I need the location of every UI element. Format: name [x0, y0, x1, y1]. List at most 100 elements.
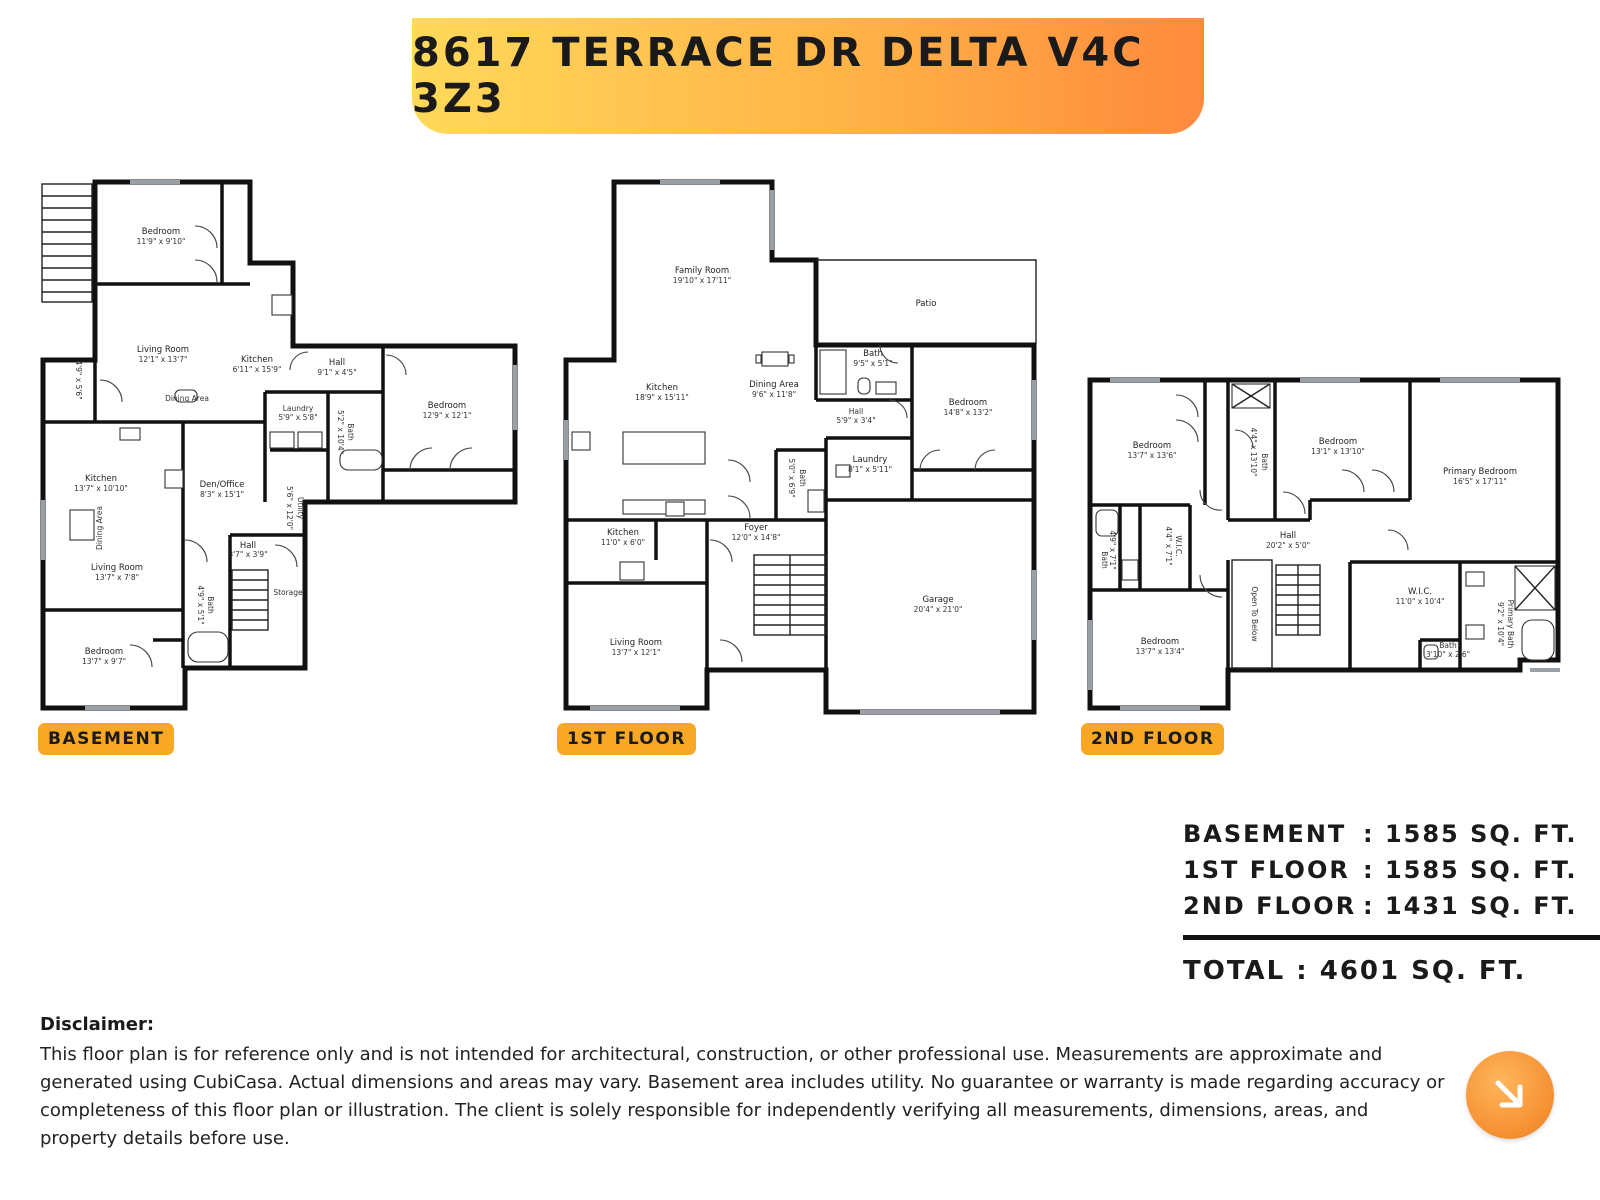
area-value: : 1585 SQ. FT. — [1363, 856, 1578, 884]
room-label: Bath — [346, 423, 355, 441]
room-label: Living Room — [91, 563, 143, 573]
basement-exterior-wall — [40, 179, 518, 711]
basement-windows — [41, 180, 517, 710]
second-floor-fixtures — [1095, 383, 1556, 661]
room-label: Bedroom — [949, 398, 987, 408]
room-dimension: 9'2" x 10'4" — [1496, 602, 1505, 646]
room-label: Bath — [1439, 641, 1457, 650]
first-floor-room-labels: Family Room 19'10" x 17'11" Patio Bath 9… — [601, 266, 992, 657]
room-label: Utility — [296, 497, 305, 520]
room-dimension: 11'0" x 6'0" — [601, 538, 645, 547]
room-label: Hall — [329, 358, 345, 368]
room-dimension: 16'5" x 17'11" — [1453, 477, 1507, 486]
room-dimension: 13'7" x 9'7" — [82, 657, 126, 666]
room-dimension: 13'7" x 13'4" — [1136, 647, 1185, 656]
room-label: Bath — [1100, 551, 1109, 569]
room-label: Laundry — [283, 404, 314, 413]
room-label: Bedroom — [85, 647, 123, 657]
disclaimer-body: This floor plan is for reference only an… — [40, 1044, 1445, 1149]
room-dimension: 5'2" x 10'4" — [336, 410, 345, 454]
room-dimension: 13'7" x 10'10" — [74, 484, 128, 493]
room-dimension: 5'9" x 5'8" — [278, 413, 317, 422]
area-label: BASEMENT — [1183, 820, 1347, 848]
room-label: Den/Office — [200, 480, 245, 490]
room-label: Kitchen — [607, 528, 639, 538]
first-floor-fixtures — [571, 349, 897, 581]
room-dimension: 12'1" x 13'7" — [139, 355, 188, 364]
room-dimension: 6'11" x 15'9" — [233, 365, 282, 374]
room-dimension: 9'6" x 11'8" — [752, 390, 796, 399]
room-label: Dining Area — [95, 506, 104, 550]
basement-stair-treads — [42, 195, 92, 293]
patio-outline — [816, 259, 1037, 345]
room-dimension: 18'9" x 15'11" — [635, 393, 689, 402]
room-label: Foyer — [744, 523, 768, 533]
room-dimension: 5'0" x 6'9" — [787, 458, 796, 497]
first-floor-plan: Family Room 19'10" x 17'11" Patio Bath 9… — [563, 179, 1037, 715]
room-label: Living Room — [137, 345, 189, 355]
basement-interior-walls — [43, 182, 515, 668]
room-dimension: 13'7" x 7'8" — [95, 573, 139, 582]
basement-doors — [99, 225, 473, 668]
room-label: Family Room — [675, 266, 729, 276]
room-label: Bath — [206, 596, 215, 614]
room-label: Bedroom — [1319, 437, 1357, 447]
area-divider — [1183, 935, 1600, 940]
room-label: Primary Bath — [1506, 600, 1515, 649]
room-label: Bath — [863, 349, 883, 359]
disclaimer: Disclaimer: This floor plan is for refer… — [40, 1014, 1450, 1153]
basement-plan: Bedroom 11'9" x 9'10" Living Room 12'1" … — [40, 179, 518, 711]
room-dimension: 13'1" x 13'10" — [1311, 447, 1365, 456]
room-label: Hall — [849, 407, 863, 416]
room-label: Garage — [922, 595, 953, 605]
second-floor-doors — [1175, 394, 1409, 598]
room-label: Patio — [916, 299, 937, 309]
arrow-down-right-icon — [1495, 1080, 1523, 1108]
room-dimension: 11'0" x 10'4" — [1396, 597, 1445, 606]
room-label: Bedroom — [1141, 637, 1179, 647]
room-dimension: 13'7" x 13'6" — [1128, 451, 1177, 460]
area-row-second-floor: 2ND FLOOR : 1431 SQ. FT. — [1183, 888, 1600, 924]
room-dimension: 8'1" x 5'11" — [848, 465, 892, 474]
room-dimension: 4'9" x 5'6" — [74, 360, 83, 399]
area-label: 1ST FLOOR — [1183, 856, 1350, 884]
second-floor-exterior-wall — [1087, 377, 1561, 711]
second-floor-plan: Bedroom 13'7" x 13'6" Bath 4'4" x 13'10"… — [1087, 377, 1561, 711]
room-label: W.I.C. — [1408, 587, 1432, 597]
room-dimension: 13'7" x 12'1" — [612, 648, 661, 657]
basement-room-labels: Bedroom 11'9" x 9'10" Living Room 12'1" … — [74, 227, 471, 666]
second-floor-interior-walls — [1090, 380, 1558, 708]
room-dimension: 9'5" x 5'1" — [853, 359, 892, 368]
room-label: Living Room — [610, 638, 662, 648]
badge-basement: BASEMENT — [38, 723, 175, 755]
disclaimer-title: Disclaimer: — [40, 1014, 155, 1035]
second-floor-stairs — [1231, 559, 1321, 669]
room-dimension: 4'4" x 7'1" — [1164, 526, 1173, 565]
room-label: Open To Below — [1250, 586, 1259, 641]
room-label: Dining Area — [749, 380, 799, 390]
next-button[interactable] — [1466, 1051, 1554, 1139]
room-dimension: 4'9" x 5'1" — [196, 585, 205, 624]
room-label: Kitchen — [85, 474, 117, 484]
room-dimension: 4'9" x 7'1" — [1108, 530, 1117, 569]
room-dimension: 14'8" x 13'2" — [944, 408, 993, 417]
area-value: : 1431 SQ. FT. — [1363, 892, 1578, 920]
room-label: Primary Bedroom — [1443, 467, 1517, 477]
second-floor-windows — [1088, 378, 1560, 710]
kitchen-island — [622, 431, 706, 465]
area-summary: BASEMENT : 1585 SQ. FT. 1ST FLOOR : 1585… — [1183, 816, 1600, 924]
first-floor-doors — [709, 344, 996, 663]
room-label: Bedroom — [1133, 441, 1171, 451]
room-label: Bedroom — [428, 401, 466, 411]
room-dimension: 4'4" x 13'10" — [1249, 428, 1258, 477]
area-row-first-floor: 1ST FLOOR : 1585 SQ. FT. — [1183, 852, 1600, 888]
room-label: Laundry — [853, 455, 888, 465]
room-dimension: 5'6" x 12'0" — [285, 486, 294, 530]
room-dimension: 11'9" x 9'10" — [137, 237, 186, 246]
room-dimension: 20'2" x 5'0" — [1266, 541, 1310, 550]
property-address: 8617 TERRACE DR DELTA V4C 3Z3 — [412, 30, 1145, 122]
area-value: : 1585 SQ. FT. — [1363, 820, 1578, 848]
first-floor-windows — [564, 180, 1036, 714]
floor-plans: Bedroom 11'9" x 9'10" Living Room 12'1" … — [40, 179, 1561, 715]
room-label: Hall — [1280, 531, 1296, 541]
